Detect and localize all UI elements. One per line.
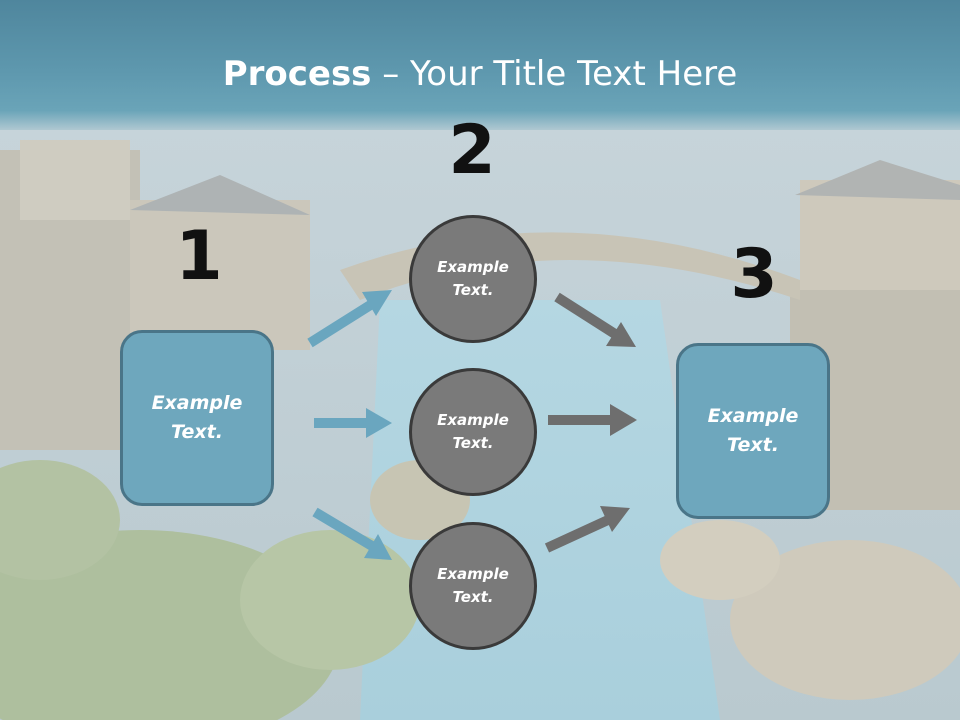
arrow-right-blue [314,408,392,438]
circle-bottom-line2: Text. [452,588,494,606]
slide-title: Process – Your Title Text Here [0,52,960,96]
title-bold: Process [222,54,372,94]
arrow-down-right-gray [554,292,636,347]
title-rest: – Your Title Text Here [371,54,738,94]
circle-middle-line2: Text. [452,434,494,452]
input-box-line1: Example [151,392,243,414]
circle-bottom-line1: Example [437,565,509,583]
step-number-1: 1 [175,217,223,296]
arrow-up-right-gray [544,506,630,553]
step-number-2: 2 [448,111,496,190]
output-box-line2: Text. [727,434,779,456]
circle-middle-line1: Example [437,411,509,429]
circle-top-line1: Example [437,258,509,276]
arrow-up-right-blue [307,290,392,348]
arrow-right-gray [548,404,637,436]
circle-top-line2: Text. [452,281,494,299]
title-band [0,0,960,130]
output-box-line1: Example [707,405,799,427]
arrow-down-right-blue [312,507,392,560]
step-number-3: 3 [730,235,778,314]
input-box-line2: Text. [171,421,223,443]
